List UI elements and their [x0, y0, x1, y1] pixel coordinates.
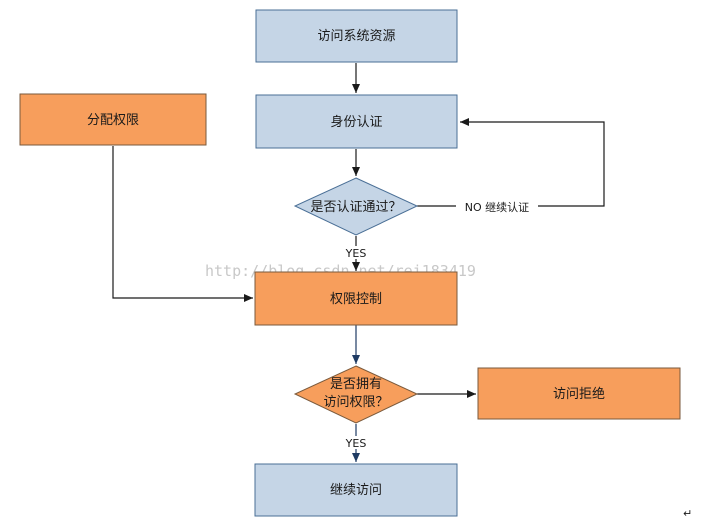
- node-identity-auth: 身份认证: [255, 94, 458, 149]
- node-access-resource: 访问系统资源: [255, 9, 458, 63]
- decision-has-permission-line2: 访问权限？: [323, 394, 388, 410]
- decision-has-permission: 是否拥有 访问权限？: [293, 365, 419, 424]
- node-access-denied: 访问拒绝: [477, 367, 681, 420]
- node-access-denied-label: 访问拒绝: [553, 386, 605, 402]
- decision-auth-passed-label: 是否认证通过？: [310, 200, 401, 215]
- edge-label-yes-1: YES: [345, 247, 367, 260]
- node-continue-access-label: 继续访问: [330, 483, 382, 498]
- edge-label-yes-2: YES: [345, 437, 367, 450]
- decision-auth-passed: 是否认证通过？: [293, 177, 419, 236]
- edge-label-no-continue-auth: NO 继续认证: [465, 200, 529, 214]
- node-identity-auth-label: 身份认证: [330, 114, 382, 130]
- node-access-resource-label: 访问系统资源: [317, 29, 395, 44]
- node-permission-control-label: 权限控制: [330, 291, 382, 307]
- return-mark: ↵: [683, 507, 692, 520]
- node-assign-permission: 分配权限: [19, 93, 207, 146]
- edge-assign-to-control: [112, 146, 253, 302]
- node-permission-control: 权限控制: [254, 271, 458, 326]
- node-continue-access: 继续访问: [254, 463, 458, 517]
- decision-has-permission-line1: 是否拥有: [330, 377, 382, 392]
- node-assign-permission-label: 分配权限: [87, 112, 139, 128]
